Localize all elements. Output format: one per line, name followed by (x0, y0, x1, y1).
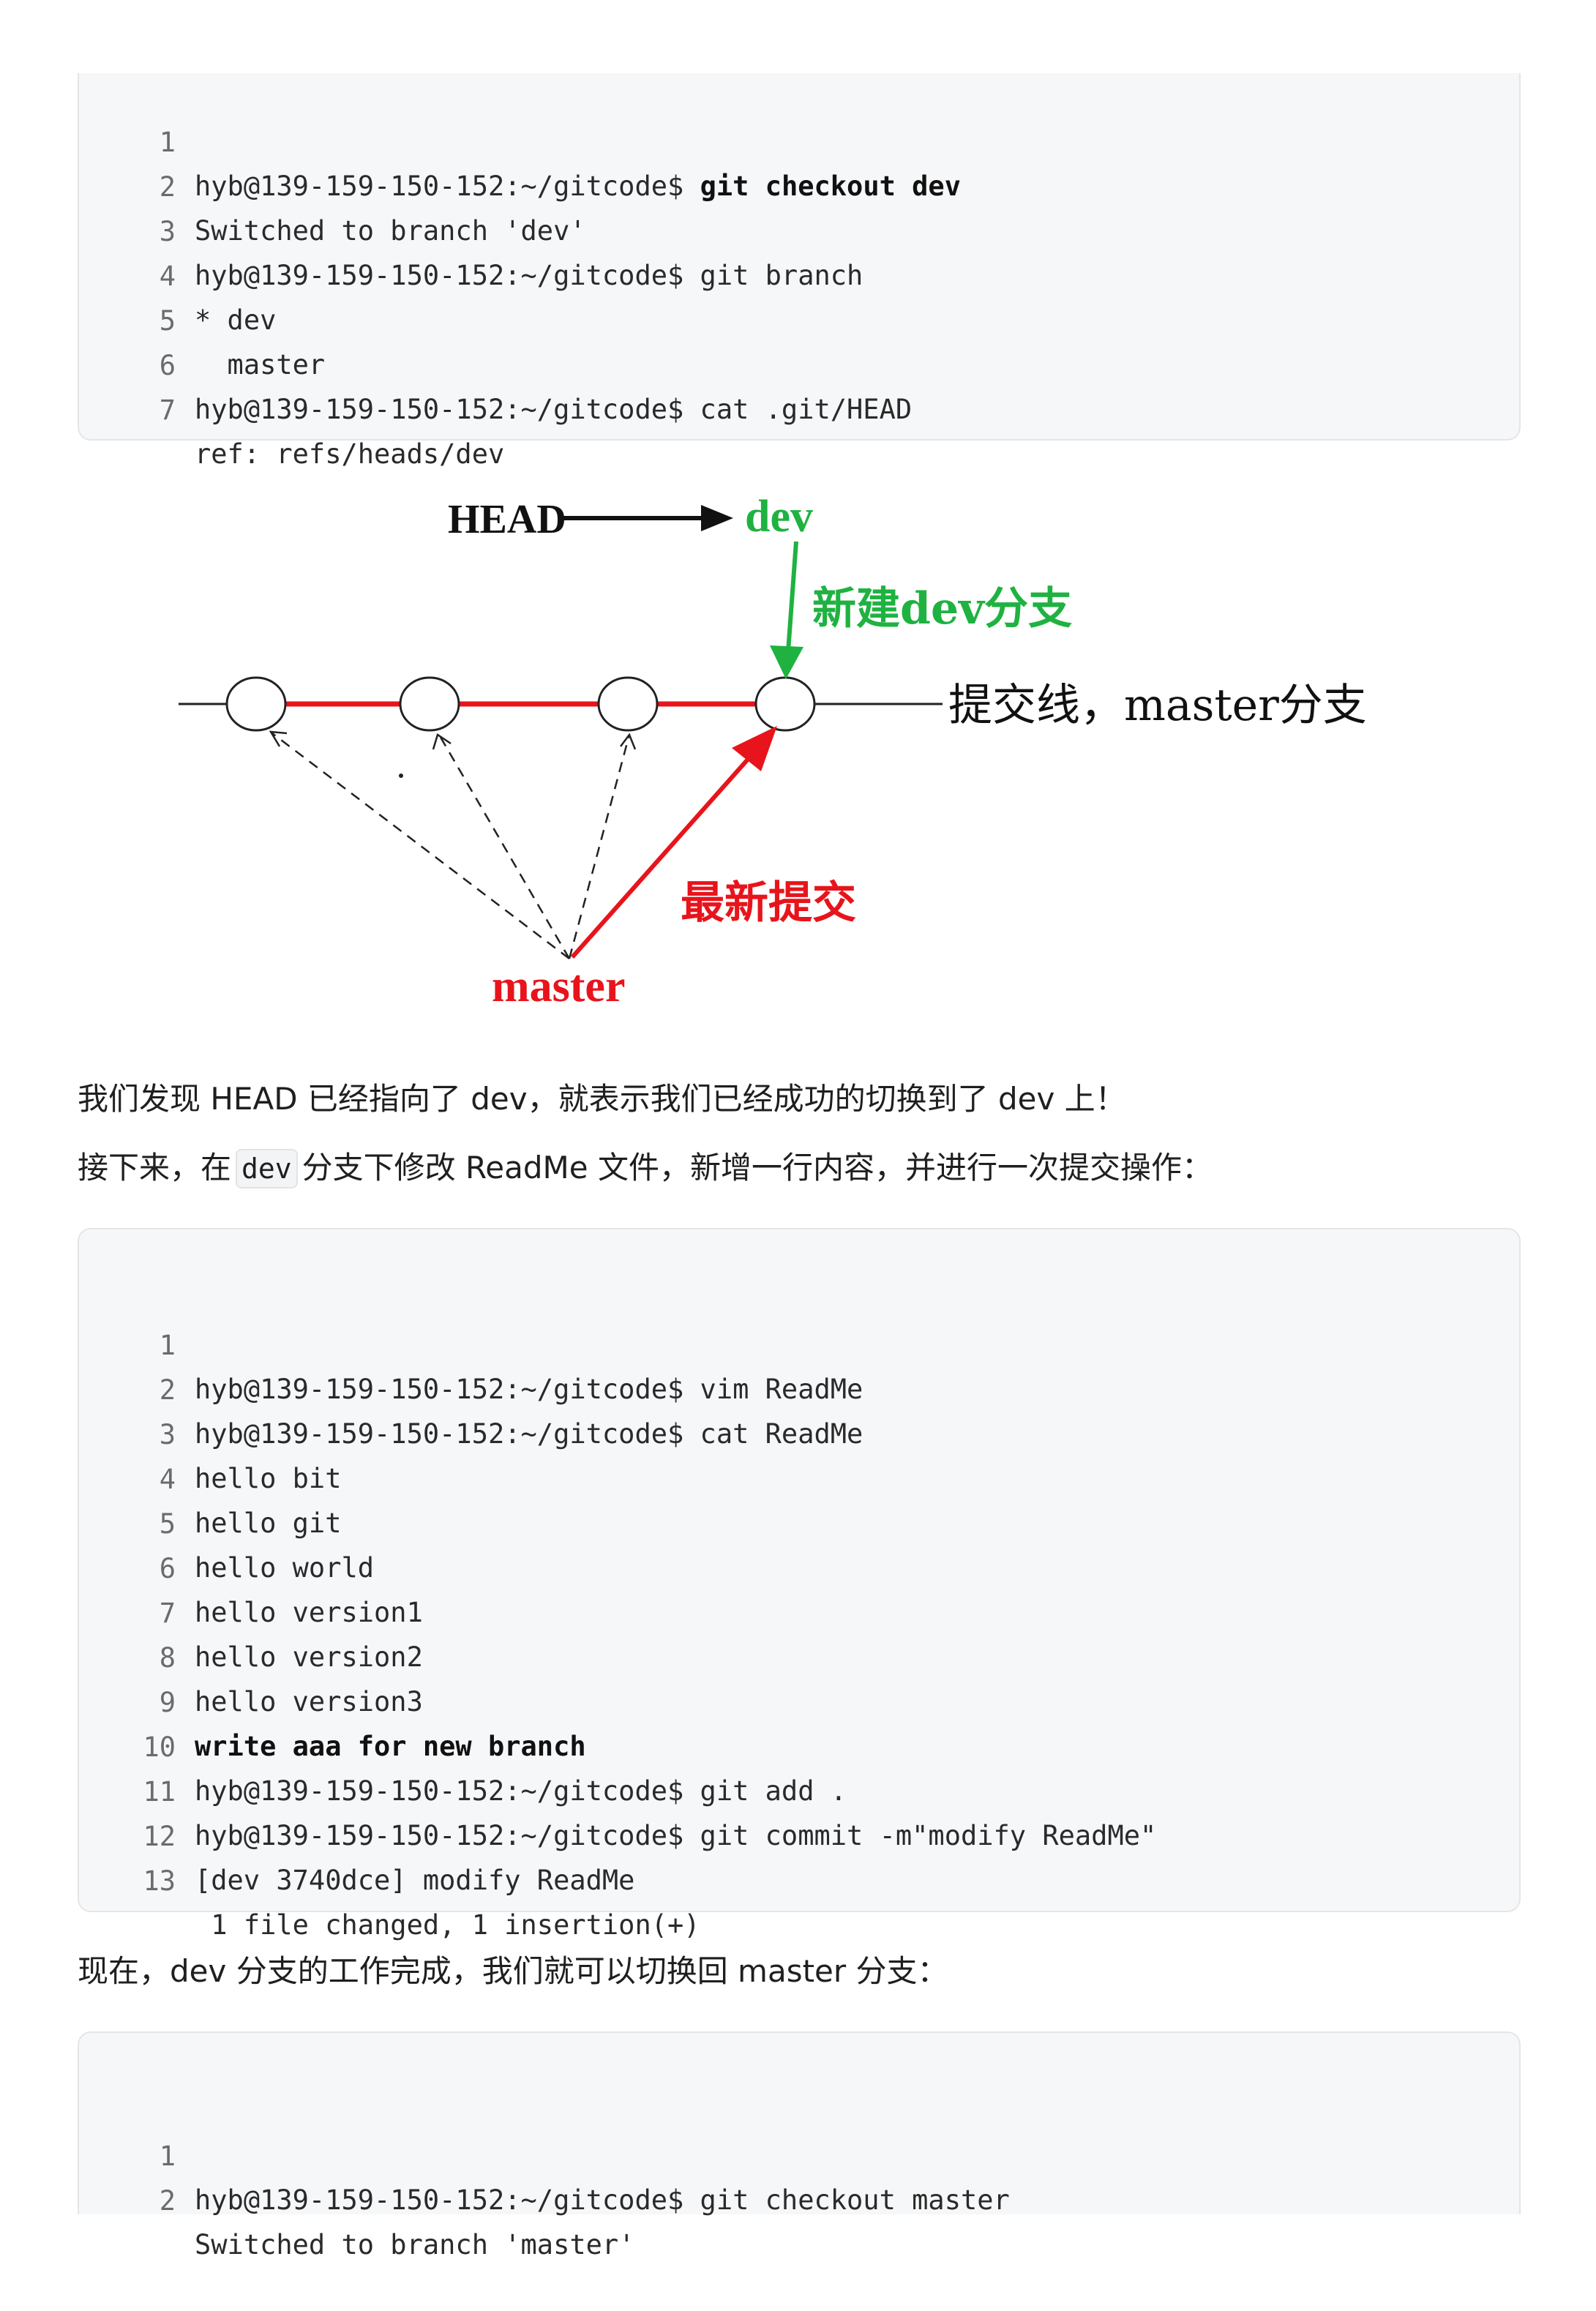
commit-node (225, 676, 287, 732)
branch-diagram: HEAD dev 新建dev分支 提交线，master分支 最新提交 maste… (179, 492, 1367, 1010)
code-line: 12 [dev 3740dce] modify ReadMe (79, 1771, 634, 1896)
code-line: 7 ref: refs/heads/dev (79, 345, 505, 470)
code-line: 1 hyb@139-159-150-152:~/gitcode$ vim Rea… (79, 1280, 863, 1405)
code-text: [dev 3740dce] modify ReadMe (195, 1865, 635, 1896)
code-text: 1 file changed, 1 insertion(+) (195, 1909, 700, 1941)
line-number: 7 (159, 394, 176, 426)
code-text: hello version2 (195, 1641, 423, 1673)
code-block-checkout-dev: 1 hyb@139-159-150-152:~/gitcode$ git che… (78, 73, 1521, 470)
code-line: 2 Switched to branch 'master' (79, 2135, 635, 2261)
line-number: 1 (159, 2140, 176, 2172)
code-line: 9 write aaa for new branch (79, 1637, 586, 1762)
code-text: hyb@139-159-150-152:~/gitcode$ git branc… (195, 260, 863, 291)
code-line: 3 hello bit (79, 1369, 342, 1494)
code-text: hello bit (195, 1463, 342, 1494)
code-text: write aaa for new branch (195, 1731, 586, 1762)
line-number: 13 (143, 1865, 176, 1897)
code-line: 2 Switched to branch 'dev' (79, 121, 586, 247)
code-text: Switched to branch 'dev' (195, 215, 586, 247)
line-number: 7 (159, 1598, 176, 1629)
code-line: 11 hyb@139-159-150-152:~/gitcode$ git co… (79, 1726, 1156, 1851)
code-text: hello git (195, 1507, 342, 1539)
code-line: 6 hello version1 (79, 1503, 423, 1628)
paragraph-head-points-dev: 我们发现 HEAD 已经指向了 dev，就表示我们已经成功的切换到了 dev 上… (78, 1081, 1126, 1117)
line-number: 4 (159, 1464, 176, 1495)
line-number: 2 (159, 1374, 176, 1406)
line-number: 2 (159, 2185, 176, 2217)
code-line: 8 hello version3 (79, 1592, 423, 1718)
code-text: hello world (195, 1552, 375, 1584)
line-number: 4 (159, 261, 176, 292)
code-line: 2 hyb@139-159-150-152:~/gitcode$ cat Rea… (79, 1325, 863, 1450)
commit-node-latest (754, 676, 816, 732)
code-text: hyb@139-159-150-152:~/gitcode$ cat .git/… (195, 394, 913, 425)
line-number: 10 (143, 1731, 176, 1763)
line-number: 9 (159, 1687, 176, 1718)
head-label: HEAD (448, 497, 566, 542)
history-arrows (271, 733, 631, 959)
code-text: ref: refs/heads/dev (195, 438, 505, 470)
line-number: 8 (159, 1642, 176, 1674)
code-block-checkout-master: 1 hyb@139-159-150-152:~/gitcode$ git che… (78, 2031, 1521, 2261)
code-line: 10 hyb@139-159-150-152:~/gitcode$ git ad… (79, 1682, 847, 1807)
dot (399, 774, 403, 778)
code-text: master (195, 349, 326, 381)
line-number: 3 (159, 1419, 176, 1450)
line-number: 6 (159, 350, 176, 381)
head-arrow (562, 505, 733, 531)
code-line: 7 hello version2 (79, 1548, 423, 1673)
code-line: 5 hello world (79, 1458, 374, 1584)
code-text: * dev (195, 304, 277, 336)
code-line: 1 hyb@139-159-150-152:~/gitcode$ git che… (79, 2091, 1010, 2216)
code-text: hyb@139-159-150-152:~/gitcode$ git commi… (195, 1820, 1157, 1851)
new-branch-arrow (770, 541, 803, 679)
line-number: 6 (159, 1553, 176, 1584)
latest-commit-label: 最新提交 (681, 877, 856, 929)
latest-commit-arrow (570, 726, 777, 959)
inline-code-dev: dev (236, 1149, 298, 1188)
code-line: 1 hyb@139-159-150-152:~/gitcode$ git che… (79, 77, 961, 202)
code-line: 6 hyb@139-159-150-152:~/gitcode$ cat .gi… (79, 300, 912, 425)
code-text: hyb@139-159-150-152:~/gitcode$ vim ReadM… (195, 1374, 863, 1405)
code-text: hello version3 (195, 1686, 423, 1718)
code-text: hyb@139-159-150-152:~/gitcode$ git check… (195, 171, 961, 202)
line-number: 2 (159, 171, 176, 203)
line-number: 1 (159, 1330, 176, 1361)
line-number: 5 (159, 1508, 176, 1540)
history-arrowheads (269, 730, 637, 750)
code-line: 5 master (79, 255, 326, 381)
code-text: hello version1 (195, 1597, 423, 1628)
code-line: 3 hyb@139-159-150-152:~/gitcode$ git bra… (79, 166, 863, 291)
new-branch-label: 新建dev分支 (812, 583, 1072, 634)
code-text: hyb@139-159-150-152:~/gitcode$ cat ReadM… (195, 1418, 863, 1450)
code-text: Switched to branch 'master' (195, 2229, 635, 2261)
line-number: 3 (159, 216, 176, 247)
line-number: 5 (159, 305, 176, 337)
code-line: 4 hello git (79, 1414, 342, 1539)
commit-node (597, 676, 659, 732)
line-number: 11 (143, 1776, 176, 1808)
code-text: hyb@139-159-150-152:~/gitcode$ git add . (195, 1775, 847, 1807)
code-line: 13 1 file changed, 1 insertion(+) (79, 1816, 700, 1941)
code-line: 4 * dev (79, 211, 277, 336)
line-number: 12 (143, 1821, 176, 1852)
commit-line-label: 提交线，master分支 (948, 680, 1367, 731)
code-text: hyb@139-159-150-152:~/gitcode$ git check… (195, 2184, 1010, 2216)
code-block-modify-readme: 1 hyb@139-159-150-152:~/gitcode$ vim Rea… (78, 1228, 1521, 1941)
commit-node (399, 676, 460, 732)
master-label: master (492, 962, 625, 1010)
line-number: 1 (159, 127, 176, 158)
dev-label: dev (745, 492, 813, 542)
paragraph-switch-back: 现在，dev 分支的工作完成，我们就可以切换回 master 分支： (78, 1953, 948, 1989)
